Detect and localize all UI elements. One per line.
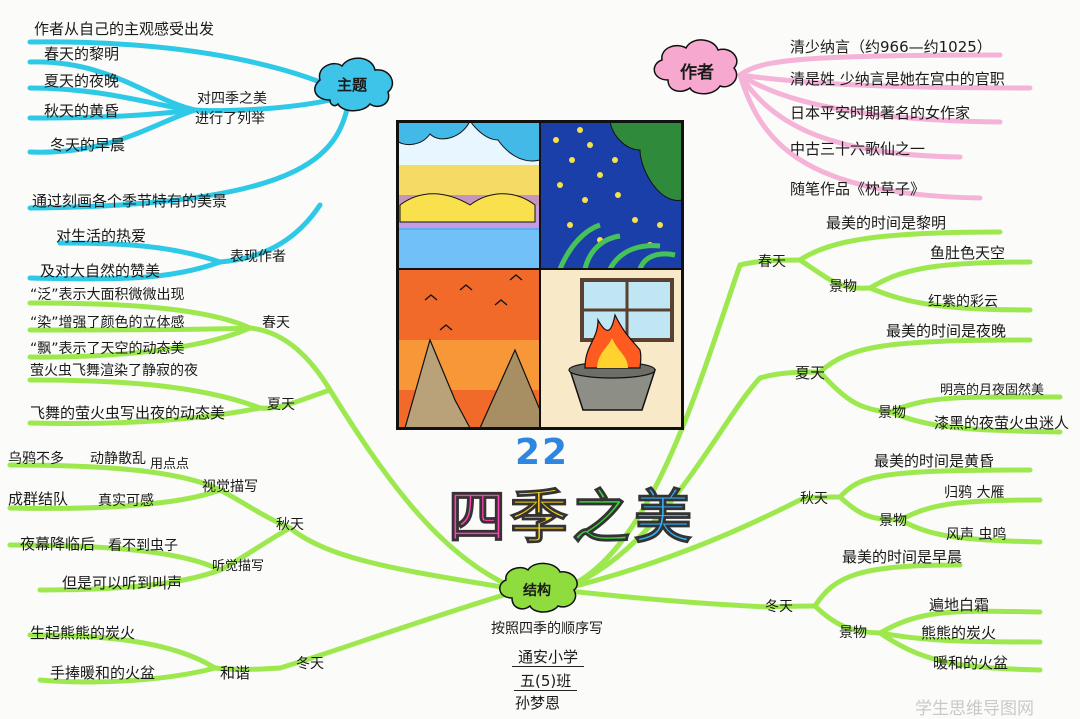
right-winter-scene: 暖和的火盆 — [933, 654, 1009, 672]
right-spring-scene: 红紫的彩云 — [928, 294, 998, 310]
structure-cloud — [499, 562, 578, 613]
right-autumn-scene: 风声 虫鸣 — [946, 527, 1007, 543]
author-cloud — [653, 39, 738, 95]
right-winter-scene: 遍地白霜 — [929, 596, 990, 614]
structure-school: 通安小学 — [512, 648, 585, 667]
left-autumn-visual-label: 视觉描写 — [202, 479, 258, 495]
author-item: 清是姓 少纳言是她在宫中的官职 — [790, 70, 1005, 88]
theme-item: 春天的黎明 — [44, 45, 120, 63]
right-winter-scene-label: 景物 — [839, 625, 867, 641]
title-char-4: 美 — [634, 483, 697, 552]
left-spring-item: “泛”表示大面积微微出现 — [30, 287, 185, 303]
left-autumn-visual: 用点点 — [150, 457, 190, 472]
left-autumn-visual: 真实可感 — [98, 493, 154, 509]
left-winter-item: 生起熊熊的炭火 — [30, 624, 136, 642]
left-summer-label: 夏天 — [267, 397, 295, 413]
right-spring-label: 春天 — [758, 254, 786, 270]
summer-panel — [540, 120, 683, 271]
left-autumn-label: 秋天 — [276, 517, 304, 533]
center-picture — [396, 120, 683, 429]
right-autumn-label: 秋天 — [800, 491, 828, 507]
theme-cloud — [314, 57, 394, 112]
theme-expression-item: 对生活的热爱 — [56, 227, 147, 245]
left-autumn-hearing: 夜幕降临后 — [20, 535, 96, 553]
left-winter-item: 手捧暖和的火盆 — [50, 664, 156, 682]
theme-branches — [27, 39, 353, 282]
left-summer-item: 萤火虫飞舞渲染了静寂的夜 — [30, 363, 198, 379]
author-label: 作者 — [680, 63, 714, 83]
left-summer-item: 飞舞的萤火虫写出夜的动态美 — [30, 404, 226, 422]
author-item: 日本平安时期著名的女作家 — [790, 104, 971, 122]
author-item: 清少纳言（约966—约1025） — [790, 38, 992, 56]
right-winter-scene: 熊熊的炭火 — [921, 624, 997, 642]
title-char-2: 季 — [510, 483, 573, 552]
author-item: 中古三十六歌仙之一 — [790, 140, 926, 158]
structure-class: 五(5)班 — [514, 672, 578, 691]
left-branches — [7, 300, 523, 685]
watermark: 学生思维导图网 — [915, 699, 1034, 719]
left-spring-item: “飘”表示了天空的动态美 — [30, 341, 185, 357]
right-branches — [557, 229, 1063, 673]
theme-item: 冬天的早晨 — [50, 136, 126, 154]
left-winter-label: 冬天 — [296, 656, 324, 672]
left-spring-item: “染”增强了颜色的立体感 — [30, 315, 185, 331]
right-summer-scene: 明亮的月夜固然美 — [940, 383, 1045, 398]
right-summer-label: 夏天 — [795, 364, 826, 382]
winter-panel — [540, 269, 682, 428]
structure-desc: 按照四季的顺序写 — [491, 621, 603, 637]
left-autumn-hearing: 但是可以听到叫声 — [62, 574, 183, 592]
theme-expression: 通过刻画各个季节特有的美景 — [32, 192, 228, 210]
lesson-title: 四季之美 — [447, 470, 697, 554]
right-spring-best: 最美的时间是黎明 — [826, 214, 947, 232]
theme-item: 夏天的夜晚 — [44, 72, 120, 90]
spring-panel — [396, 120, 541, 269]
theme-item: 秋天的黄昏 — [44, 102, 120, 120]
right-spring-scene: 鱼肚色天空 — [930, 244, 1006, 262]
theme-note-line2: 进行了列举 — [195, 111, 265, 127]
left-autumn-visual: 动静散乱 — [90, 451, 146, 467]
structure-label: 结构 — [523, 583, 551, 599]
right-spring-scene-label: 景物 — [829, 279, 857, 295]
left-autumn-visual: 成群结队 — [8, 490, 69, 508]
right-autumn-scene-label: 景物 — [879, 513, 907, 529]
lesson-number: 22 — [515, 432, 570, 473]
title-char-1: 四 — [447, 483, 511, 552]
left-spring-label: 春天 — [262, 315, 290, 331]
right-autumn-scene: 归鸦 大雁 — [944, 485, 1005, 501]
theme-label: 主题 — [337, 76, 368, 94]
author-branches — [737, 52, 1033, 201]
theme-expression-item: 及对大自然的赞美 — [40, 262, 161, 280]
right-summer-scene: 漆黑的夜萤火虫迷人 — [934, 414, 1070, 432]
right-winter-label: 冬天 — [765, 599, 793, 615]
center-picture-frame — [396, 120, 684, 430]
left-autumn-hearing-label: 听觉描写 — [212, 559, 265, 574]
theme-expression-label: 表现作者 — [230, 249, 286, 265]
title-char-3: 之 — [572, 483, 635, 552]
theme-note-line1: 对四季之美 — [197, 91, 267, 107]
author-item: 随笔作品《枕草子》 — [790, 180, 926, 198]
right-autumn-best: 最美的时间是黄昏 — [874, 452, 995, 470]
structure-student: 孙梦恩 — [515, 694, 561, 712]
left-winter-sublabel: 和谐 — [220, 664, 251, 682]
left-autumn-visual: 乌鸦不多 — [8, 451, 64, 467]
right-summer-scene-label: 景物 — [878, 405, 906, 421]
right-winter-best: 最美的时间是早晨 — [842, 548, 963, 566]
right-summer-best: 最美的时间是夜晚 — [886, 322, 1007, 340]
left-autumn-hearing: 看不到虫子 — [108, 538, 178, 554]
theme-lead: 作者从自己的主观感受出发 — [34, 20, 215, 38]
